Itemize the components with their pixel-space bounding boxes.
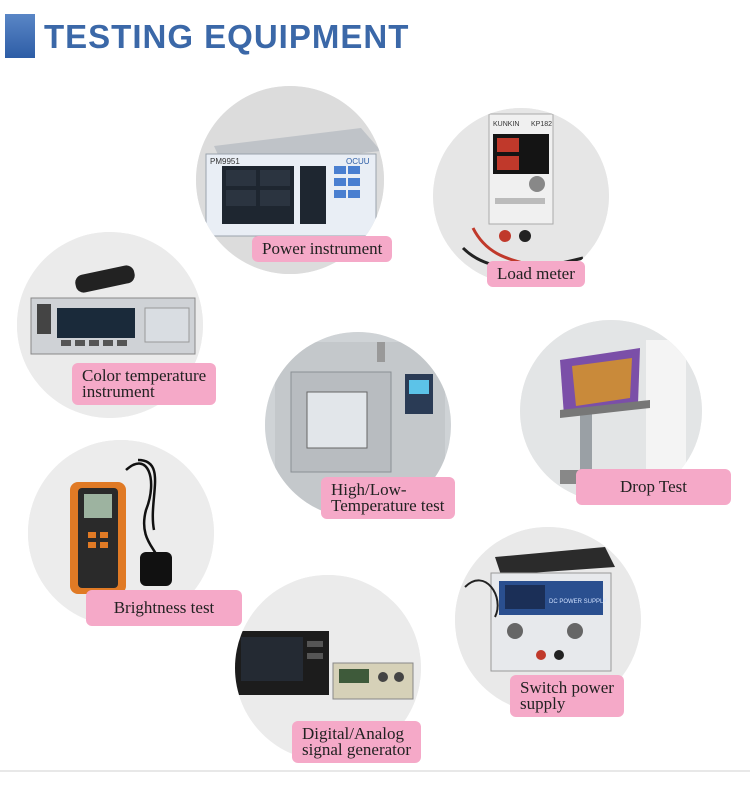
label-high-low-temperature: High/Low- Temperature test bbox=[321, 477, 455, 519]
load-meter-icon: KUNKIN KP182 bbox=[433, 108, 609, 284]
label-drop-test: Drop Test bbox=[576, 469, 731, 505]
page-title: TESTING EQUIPMENT bbox=[44, 18, 410, 55]
label-color-temperature: Color temperature instrument bbox=[72, 363, 217, 405]
power-supply-icon: DC POWER SUPPLY bbox=[455, 527, 641, 713]
load-brand-text: KUNKIN bbox=[493, 121, 519, 128]
label-power-instrument: Power instrument bbox=[252, 236, 393, 262]
header-accent-bar bbox=[5, 14, 35, 58]
power-brand-text: PM9951 bbox=[210, 157, 240, 166]
load-meter-photo: KUNKIN KP182 bbox=[433, 108, 609, 284]
label-load-meter: Load meter bbox=[487, 261, 585, 287]
psu-display-text: DC POWER SUPPLY bbox=[549, 599, 607, 605]
label-switch-power-supply: Switch power supply bbox=[510, 675, 624, 717]
power-meter-icon: PM9951 OCUU bbox=[196, 86, 384, 274]
bottom-divider bbox=[0, 770, 750, 772]
label-signal-generator: Digital/Analog signal generator bbox=[292, 721, 422, 763]
power-logo-text: OCUU bbox=[346, 157, 370, 166]
label-brightness-test: Brightness test bbox=[86, 590, 242, 626]
load-model-text: KP182 bbox=[531, 121, 552, 128]
power-instrument-photo: PM9951 OCUU bbox=[196, 86, 384, 274]
